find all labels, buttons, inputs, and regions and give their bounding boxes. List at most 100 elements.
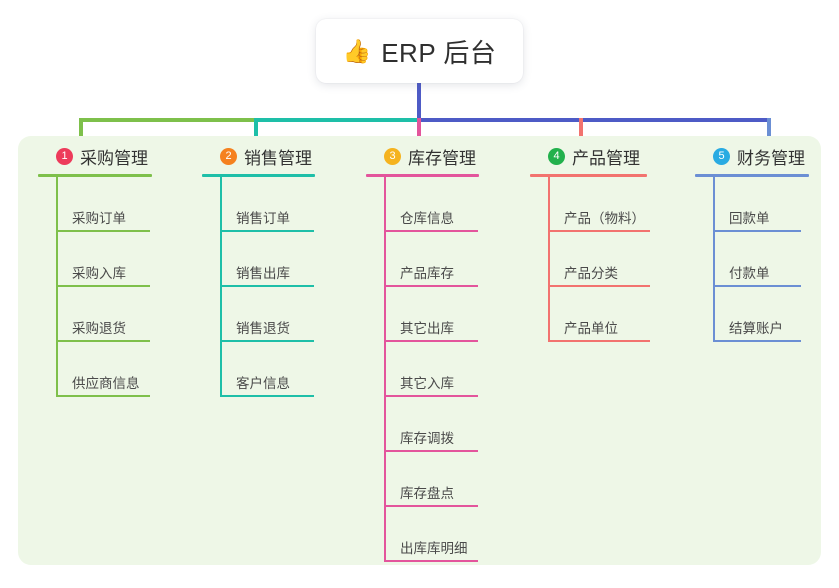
leaf-label: 采购订单 — [72, 211, 126, 226]
drop-connector-4 — [579, 118, 583, 142]
leaf-rule — [222, 285, 314, 287]
column-branch: 销售订单销售出库销售退货客户信息 — [202, 177, 315, 397]
leaf-rule — [222, 230, 314, 232]
leaf-label: 产品单位 — [564, 321, 618, 336]
leaf-node[interactable]: 采购入库 — [58, 232, 152, 287]
branch-spine — [548, 177, 550, 342]
bus-segment-teal — [256, 118, 419, 122]
leaf-rule — [550, 230, 650, 232]
leaf-label: 回款单 — [729, 211, 770, 226]
column-header-1[interactable]: 1 采购管理 — [38, 144, 152, 168]
column-badge-5: 5 — [713, 147, 730, 165]
branch-spine — [220, 177, 222, 397]
leaf-rule — [58, 285, 150, 287]
leaf-rule — [386, 230, 478, 232]
leaf-rule — [386, 395, 478, 397]
leaf-label: 仓库信息 — [400, 211, 454, 226]
column-header-3[interactable]: 3 库存管理 — [366, 144, 479, 168]
leaf-node[interactable]: 回款单 — [715, 177, 809, 232]
column-branch: 仓库信息产品库存其它出库其它入库库存调拨库存盘点出库库明细 — [366, 177, 479, 562]
leaf-label: 产品分类 — [564, 266, 618, 281]
column-title: 采购管理 — [80, 148, 148, 168]
leaf-node[interactable]: 库存盘点 — [386, 452, 479, 507]
column-badge-2: 2 — [220, 147, 237, 165]
leaf-label: 库存调拨 — [400, 431, 454, 446]
column-header-5[interactable]: 5 财务管理 — [695, 144, 809, 168]
drop-connector-2 — [254, 118, 258, 142]
column-badge-1: 1 — [56, 147, 73, 165]
branch-spine — [384, 177, 386, 562]
leaf-rule — [550, 285, 650, 287]
leaf-label: 销售订单 — [236, 211, 290, 226]
column-header-rule — [366, 174, 479, 177]
leaf-node[interactable]: 付款单 — [715, 232, 809, 287]
leaf-rule — [386, 285, 478, 287]
leaf-node[interactable]: 产品分类 — [550, 232, 650, 287]
leaf-node[interactable]: 结算账户 — [715, 287, 809, 342]
leaf-node[interactable]: 产品（物料） — [550, 177, 650, 232]
leaf-rule — [386, 505, 478, 507]
bus-segment-green — [79, 118, 258, 122]
leaf-label: 采购退货 — [72, 321, 126, 336]
column-branch: 回款单付款单结算账户 — [695, 177, 809, 342]
leaf-rule — [550, 340, 650, 342]
leaf-node[interactable]: 销售订单 — [222, 177, 315, 232]
leaf-label: 其它入库 — [400, 376, 454, 391]
leaf-rule — [386, 560, 478, 562]
leaf-label: 其它出库 — [400, 321, 454, 336]
leaf-node[interactable]: 采购订单 — [58, 177, 152, 232]
leaf-rule — [715, 285, 801, 287]
root-node-title: ERP 后台 — [381, 37, 497, 68]
column-header-4[interactable]: 4 产品管理 — [530, 144, 647, 168]
leaf-rule — [58, 395, 150, 397]
column-branch: 产品（物料） 产品分类产品单位 — [530, 177, 650, 342]
leaf-rule — [58, 340, 150, 342]
leaf-label: 客户信息 — [236, 376, 290, 391]
leaf-node[interactable]: 仓库信息 — [386, 177, 479, 232]
leaf-rule — [386, 340, 478, 342]
leaf-rule — [222, 340, 314, 342]
diagram-panel — [18, 136, 821, 565]
column-财务管理[interactable]: 5 财务管理回款单付款单结算账户 — [695, 144, 809, 342]
column-产品管理[interactable]: 4 产品管理产品（物料） 产品分类产品单位 — [530, 144, 650, 342]
leaf-node[interactable]: 产品单位 — [550, 287, 650, 342]
leaf-node[interactable]: 销售出库 — [222, 232, 315, 287]
drop-connector-3 — [417, 118, 421, 142]
leaf-label: 付款单 — [729, 266, 770, 281]
leaf-node[interactable]: 采购退货 — [58, 287, 152, 342]
column-header-rule — [530, 174, 647, 177]
column-库存管理[interactable]: 3 库存管理仓库信息产品库存其它出库其它入库库存调拨库存盘点出库库明细 — [366, 144, 479, 562]
leaf-node[interactable]: 其它出库 — [386, 287, 479, 342]
leaf-label: 产品库存 — [400, 266, 454, 281]
leaf-label: 产品（物料） — [564, 211, 645, 226]
bus-segment-blue — [417, 118, 771, 122]
column-title: 财务管理 — [737, 148, 805, 168]
leaf-label: 出库库明细 — [400, 541, 468, 556]
leaf-rule — [715, 340, 801, 342]
column-branch: 采购订单采购入库采购退货供应商信息 — [38, 177, 152, 397]
leaf-node[interactable]: 库存调拨 — [386, 397, 479, 452]
column-title: 库存管理 — [408, 148, 476, 168]
leaf-node[interactable]: 销售退货 — [222, 287, 315, 342]
column-badge-3: 3 — [384, 147, 401, 165]
leaf-node[interactable]: 客户信息 — [222, 342, 315, 397]
leaf-rule — [222, 395, 314, 397]
leaf-label: 供应商信息 — [72, 376, 140, 391]
leaf-node[interactable]: 其它入库 — [386, 342, 479, 397]
root-node[interactable]: 👍 ERP 后台 — [316, 19, 523, 83]
column-header-rule — [695, 174, 809, 177]
column-采购管理[interactable]: 1 采购管理采购订单采购入库采购退货供应商信息 — [38, 144, 152, 397]
leaf-node[interactable]: 供应商信息 — [58, 342, 152, 397]
column-title: 产品管理 — [572, 148, 640, 168]
column-badge-4: 4 — [548, 147, 565, 165]
thumbs-up-icon: 👍 — [342, 37, 372, 64]
root-stem-connector — [417, 83, 421, 122]
leaf-label: 库存盘点 — [400, 486, 454, 501]
leaf-label: 销售出库 — [236, 266, 290, 281]
leaf-node[interactable]: 产品库存 — [386, 232, 479, 287]
leaf-rule — [715, 230, 801, 232]
leaf-label: 采购入库 — [72, 266, 126, 281]
leaf-node[interactable]: 出库库明细 — [386, 507, 479, 562]
